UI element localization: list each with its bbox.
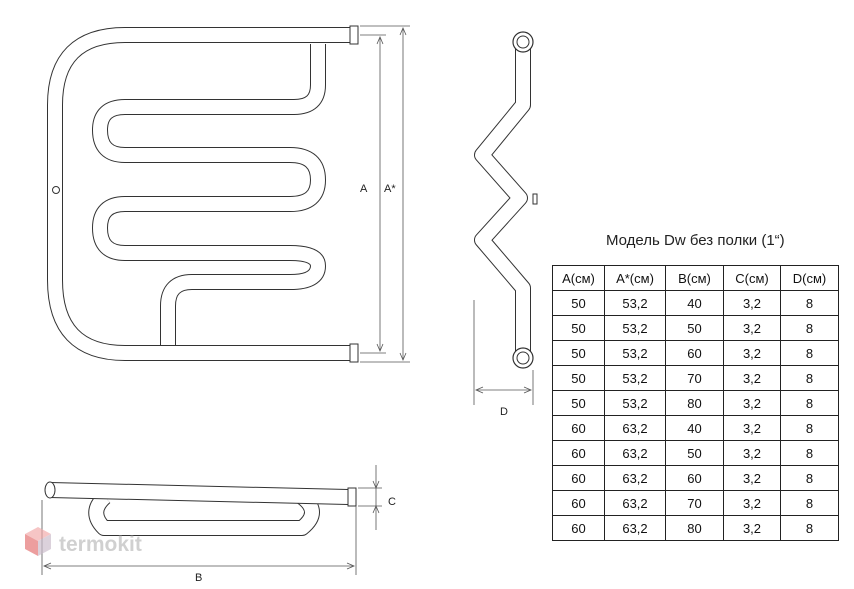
dimension-label-a: A bbox=[360, 183, 368, 195]
table-cell: 63,2 bbox=[604, 440, 666, 466]
table-cell: 50 bbox=[552, 340, 605, 366]
table-cell: 53,2 bbox=[604, 290, 666, 316]
top-view: B C bbox=[41, 465, 396, 584]
table-cell: 40 bbox=[665, 415, 724, 441]
table-cell: 3,2 bbox=[723, 290, 781, 316]
table-cell: 8 bbox=[780, 440, 839, 466]
table-cell: 50 bbox=[665, 440, 724, 466]
table-cell: 63,2 bbox=[604, 515, 666, 541]
dimension-label-a-star: A* bbox=[384, 183, 396, 195]
table-cell: 3,2 bbox=[723, 440, 781, 466]
front-serpentine-coil bbox=[92, 44, 326, 345]
table-cell: 50 bbox=[552, 390, 605, 416]
table-cell: 53,2 bbox=[604, 390, 666, 416]
table-cell: 3,2 bbox=[723, 415, 781, 441]
table-cell: 3,2 bbox=[723, 315, 781, 341]
table-cell: 60 bbox=[665, 340, 724, 366]
table-cell: 53,2 bbox=[604, 340, 666, 366]
side-view: D bbox=[473, 31, 538, 418]
column-header-a-star: A*(см) bbox=[604, 265, 666, 291]
side-mount-bracket bbox=[532, 193, 538, 205]
dimension-label-c: C bbox=[388, 496, 396, 508]
top-connection-nipple bbox=[349, 25, 359, 45]
table-cell: 3,2 bbox=[723, 340, 781, 366]
table-cell: 80 bbox=[665, 390, 724, 416]
table-cell: 60 bbox=[552, 440, 605, 466]
table-cell: 8 bbox=[780, 490, 839, 516]
column-header-b: B(см) bbox=[665, 265, 724, 291]
front-view: A A* bbox=[47, 25, 410, 363]
table-cell: 8 bbox=[780, 415, 839, 441]
table-cell: 50 bbox=[552, 365, 605, 391]
cube-logo-icon bbox=[25, 527, 51, 556]
table-cell: 60 bbox=[552, 515, 605, 541]
column-header-a: A(см) bbox=[552, 265, 605, 291]
watermark-text: termokit bbox=[59, 533, 142, 556]
table-cell: 3,2 bbox=[723, 390, 781, 416]
top-view-pipe-end bbox=[44, 481, 56, 499]
table-cell: 3,2 bbox=[723, 490, 781, 516]
table-cell: 63,2 bbox=[604, 415, 666, 441]
table-cell: 50 bbox=[552, 290, 605, 316]
table-cell: 40 bbox=[665, 290, 724, 316]
column-header-c: C(см) bbox=[723, 265, 781, 291]
mounting-hole bbox=[52, 186, 60, 194]
table-cell: 50 bbox=[552, 315, 605, 341]
table-cell: 70 bbox=[665, 365, 724, 391]
table-cell: 8 bbox=[780, 340, 839, 366]
top-view-end-cap bbox=[347, 487, 357, 507]
model-title: Модель Dw без полки (1“) bbox=[606, 232, 785, 249]
table-cell: 3,2 bbox=[723, 465, 781, 491]
table-cell: 8 bbox=[780, 390, 839, 416]
dimension-label-b: B bbox=[195, 572, 202, 584]
table-cell: 70 bbox=[665, 490, 724, 516]
table-cell: 53,2 bbox=[604, 315, 666, 341]
table-cell: 53,2 bbox=[604, 365, 666, 391]
table-cell: 8 bbox=[780, 290, 839, 316]
table-cell: 3,2 bbox=[723, 515, 781, 541]
table-cell: 60 bbox=[665, 465, 724, 491]
watermark: termokit bbox=[25, 527, 142, 556]
table-cell: 60 bbox=[552, 415, 605, 441]
table-cell: 80 bbox=[665, 515, 724, 541]
table-cell: 8 bbox=[780, 465, 839, 491]
table-cell: 63,2 bbox=[604, 465, 666, 491]
table-cell: 63,2 bbox=[604, 490, 666, 516]
table-cell: 8 bbox=[780, 515, 839, 541]
table-cell: 60 bbox=[552, 465, 605, 491]
bottom-connection-nipple bbox=[349, 343, 359, 363]
dimension-label-d: D bbox=[500, 406, 508, 418]
table-header-row: A(см) A*(см) B(см) C(см) D(см) bbox=[552, 265, 839, 291]
table-cell: 60 bbox=[552, 490, 605, 516]
table-cell: 50 bbox=[665, 315, 724, 341]
column-header-d: D(см) bbox=[780, 265, 839, 291]
table-cell: 8 bbox=[780, 365, 839, 391]
table-cell: 8 bbox=[780, 315, 839, 341]
table-cell: 3,2 bbox=[723, 365, 781, 391]
